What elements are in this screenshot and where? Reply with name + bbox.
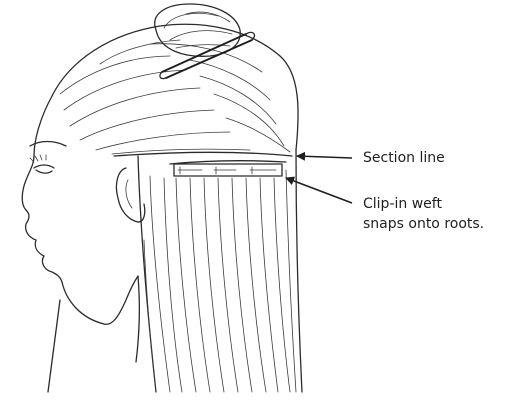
clip-weft-label-line1: Clip-in weft: [363, 196, 442, 212]
section-line-mark: [114, 152, 292, 164]
hair-bun: [155, 4, 240, 56]
clip-in-weft: [174, 164, 282, 176]
lower-hair: [138, 150, 302, 392]
section-line-arrow: [297, 156, 352, 158]
top-hair: [60, 40, 290, 154]
clip-weft-label-line2: snaps onto roots.: [363, 216, 484, 232]
section-line-label: Section line: [363, 150, 445, 166]
hair-clip: [160, 32, 255, 78]
head-outline: [22, 24, 298, 392]
